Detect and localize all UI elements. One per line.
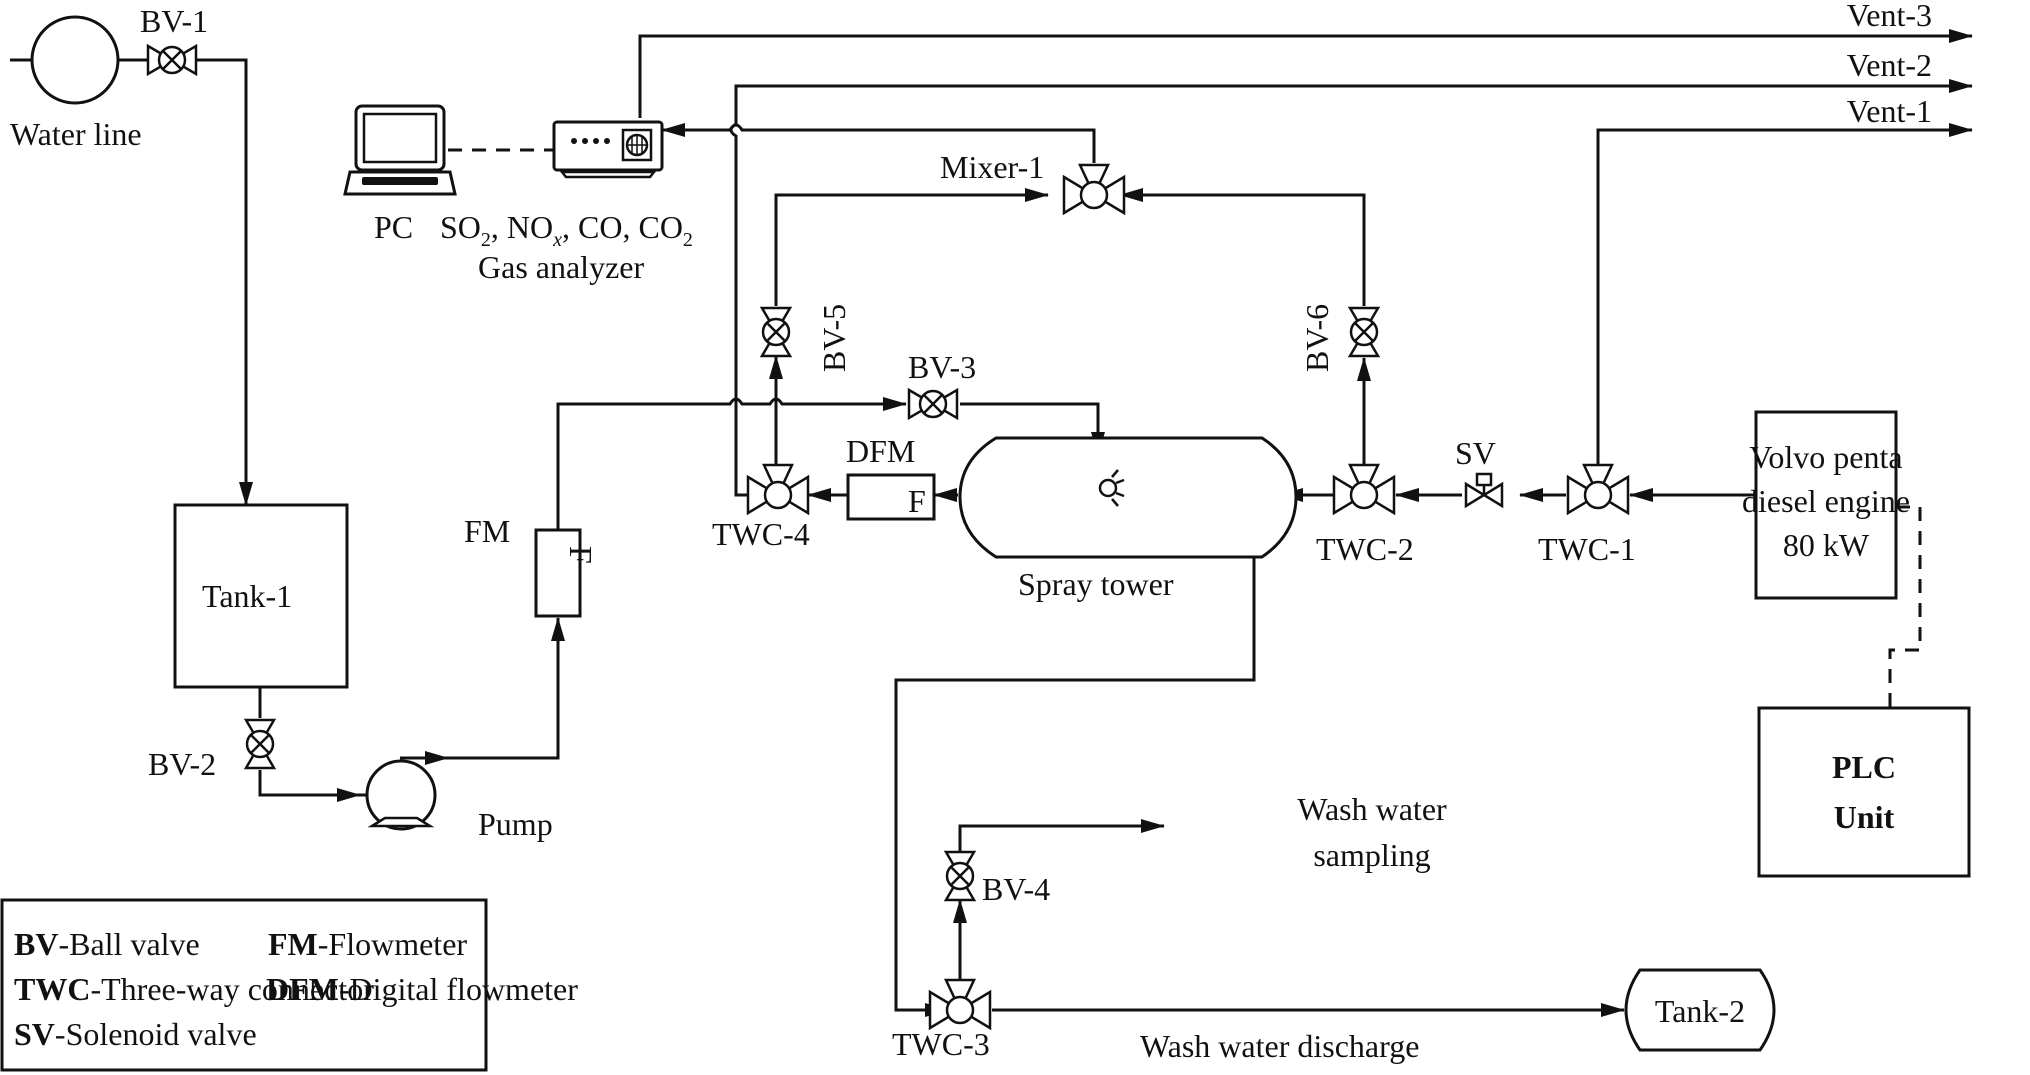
pipe-bv2-to-pump <box>258 770 361 802</box>
bv2-label: BV-2 <box>148 746 216 782</box>
bv4-label: BV-4 <box>982 871 1050 907</box>
pipe-twc1-to-vent1 <box>1596 123 1973 465</box>
pipe-pump-to-fm <box>400 617 565 760</box>
ball-valve-bv4[interactable] <box>944 850 976 902</box>
vent1-label: Vent-1 <box>1847 93 1932 129</box>
legend-item-twc: TWC-Three-way connector <box>14 971 374 1007</box>
legend-item-dfm: DFM-Digital flowmeter <box>266 971 578 1007</box>
gas-analyzer-label: Gas analyzer <box>478 249 644 285</box>
bv3-label: BV-3 <box>908 349 976 385</box>
engine-label-line1: Volvo penta <box>1749 439 1902 475</box>
gas-analyzer-icon <box>552 120 664 179</box>
legend: BV-Ball valve TWC-Three-way connector SV… <box>0 898 578 1072</box>
pipe-bv6-to-mixer <box>1119 188 1366 306</box>
water-line-label: Water line <box>10 116 142 152</box>
pipe-bv5-to-mixer <box>774 188 1049 306</box>
spray-tower <box>958 436 1298 559</box>
dfm-label: DFM <box>846 433 915 469</box>
plc-label-line1: PLC <box>1832 749 1896 785</box>
twc1-label: TWC-1 <box>1538 531 1636 567</box>
pipe-bv4-to-sampling <box>958 819 1165 852</box>
ball-valve-bv3[interactable] <box>907 388 959 420</box>
vent3-label: Vent-3 <box>1847 0 1932 33</box>
twc3-label: TWC-3 <box>892 1026 990 1062</box>
tank1-label: Tank-1 <box>202 578 292 614</box>
bv1-label: BV-1 <box>140 3 208 39</box>
plc-unit <box>1757 706 1971 878</box>
bv6-label: BV-6 <box>1299 304 1335 372</box>
vent2-label: Vent-2 <box>1847 47 1932 83</box>
pump-label: Pump <box>478 806 553 842</box>
engine-label-line2: diesel engine <box>1742 483 1910 519</box>
water-line-meter <box>30 15 120 105</box>
pipe-analyzer-to-vent3 <box>638 29 1973 118</box>
pipe-spray-drain <box>894 557 1256 1017</box>
digital-flowmeter-dfm <box>846 473 936 521</box>
pc-label: PC <box>374 209 413 245</box>
pc-laptop-icon <box>343 104 457 196</box>
ball-valve-bv2[interactable] <box>244 718 276 770</box>
pump[interactable] <box>365 759 437 831</box>
wash-sampling-label-line2: sampling <box>1313 837 1430 873</box>
sv-label: SV <box>1455 435 1496 471</box>
plc-label-line2: Unit <box>1834 799 1895 835</box>
flowmeter-fm <box>534 528 582 618</box>
three-way-connector-twc4[interactable] <box>746 463 810 515</box>
wash-discharge-label: Wash water discharge <box>1140 1028 1419 1064</box>
legend-item-fm: FM-Flowmeter <box>268 926 467 962</box>
three-way-connector-twc1[interactable] <box>1566 463 1630 515</box>
spray-nozzle-icon <box>1098 469 1125 507</box>
twc4-label: TWC-4 <box>712 516 810 552</box>
solenoid-valve-sv[interactable] <box>1464 472 1504 509</box>
bv5-label: BV-5 <box>816 304 852 372</box>
tank-1 <box>173 503 349 689</box>
fm-label: FM <box>464 513 510 549</box>
ball-valve-bv1[interactable] <box>146 44 198 76</box>
three-way-connector-twc3[interactable] <box>928 978 992 1030</box>
tank2-label: Tank-2 <box>1655 993 1745 1029</box>
pipe-fm-to-bv3 <box>556 397 907 532</box>
dfm-symbol: F <box>908 483 926 519</box>
engine-label-line3: 80 kW <box>1783 527 1870 563</box>
diesel-engine <box>1754 410 1898 600</box>
gas-species-label: SO2, NOx, CO, CO2 <box>440 209 693 251</box>
spray-tower-label: Spray tower <box>1018 566 1174 602</box>
mixer1-label: Mixer-1 <box>940 149 1044 185</box>
legend-item-sv: SV-Solenoid valve <box>14 1016 257 1052</box>
fm-symbol: F <box>563 546 599 564</box>
signal-engine-to-plc <box>1888 505 1922 708</box>
twc2-label: TWC-2 <box>1316 531 1414 567</box>
three-way-connector-twc2[interactable] <box>1332 463 1396 515</box>
ball-valve-bv6[interactable] <box>1348 306 1380 358</box>
pipe-mixer-to-analyzer <box>661 123 1096 163</box>
tank-2 <box>1624 968 1776 1052</box>
ball-valve-bv5[interactable] <box>760 306 792 358</box>
wash-sampling-label-line1: Wash water <box>1297 791 1447 827</box>
legend-item-bv: BV-Ball valve <box>14 926 200 962</box>
pipe-bv1-to-tank1 <box>196 58 253 506</box>
mixer-1[interactable] <box>1062 163 1126 215</box>
